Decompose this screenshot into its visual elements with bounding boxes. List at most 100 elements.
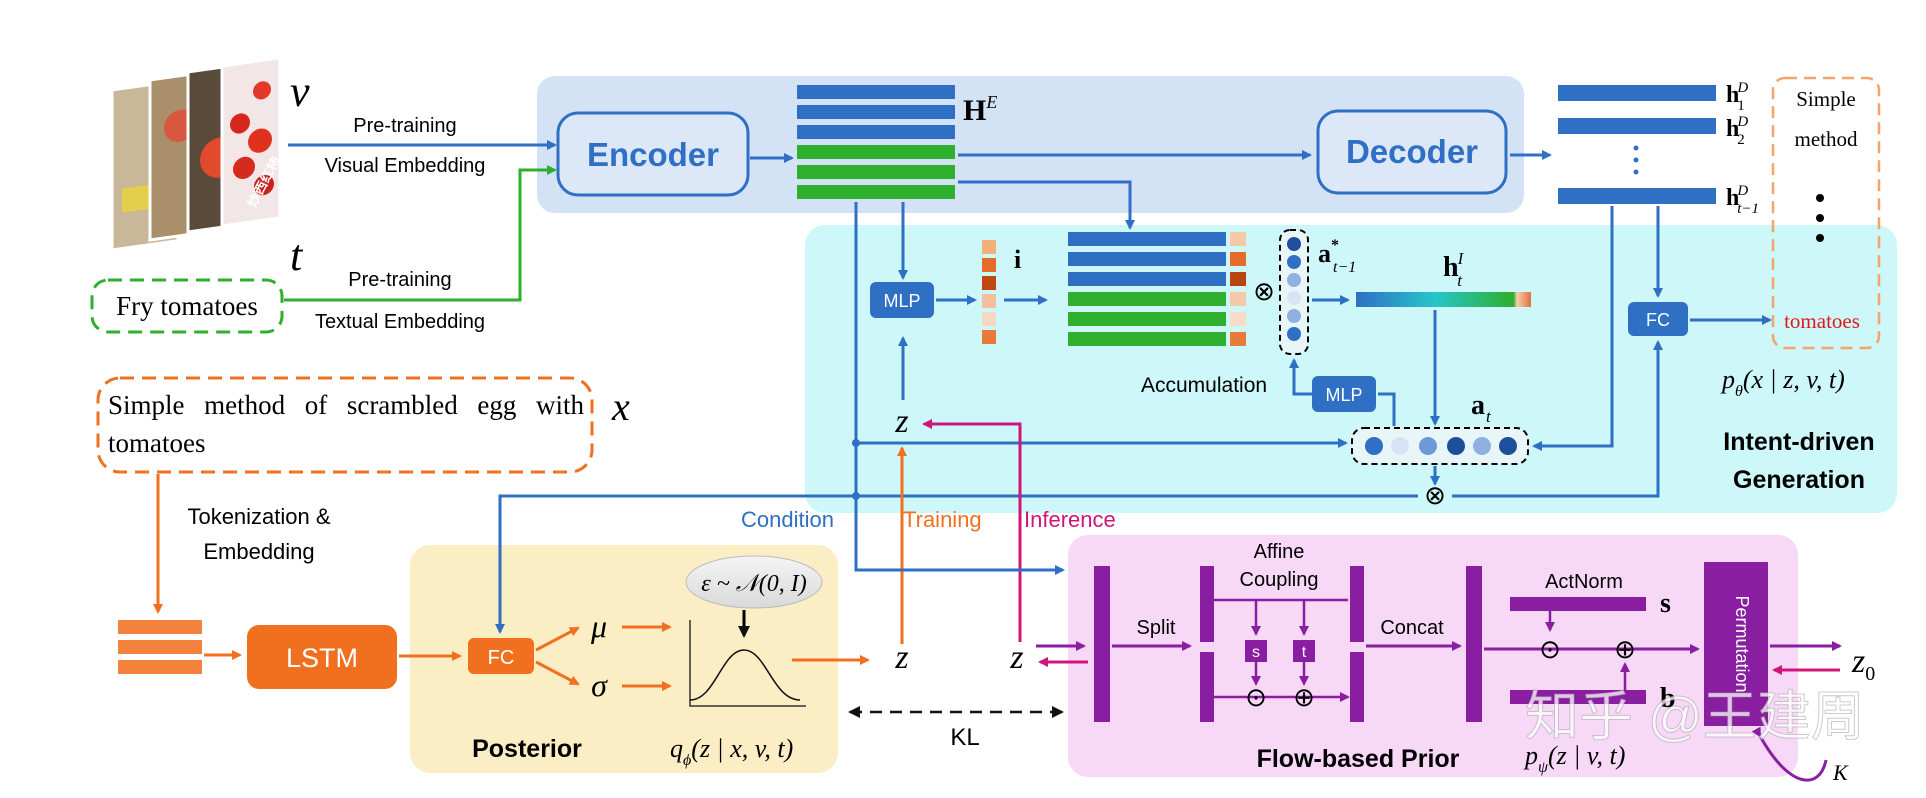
z0-label: z0 [1851, 643, 1875, 685]
generation-title-2: Generation [1733, 466, 1865, 494]
concat-label: Concat [1380, 617, 1444, 639]
output-word-1: Simple [1796, 87, 1856, 111]
text-symbol: t [290, 231, 304, 280]
encoder-box [556, 111, 750, 197]
mlp-box-2 [1312, 376, 1376, 412]
odot-symbol: ⊙ [1245, 682, 1267, 712]
noise-bubble [685, 555, 823, 609]
watermark: 知乎 @王建周 [1525, 687, 1865, 747]
fc-label-posterior: FC [488, 647, 515, 669]
legend-condition: Condition [741, 507, 834, 532]
prior-panel [1068, 535, 1798, 777]
k-label: K [1832, 760, 1849, 785]
text-query-box [90, 278, 284, 334]
video-symbol: v [290, 67, 310, 116]
mu-label: μ [590, 608, 607, 644]
t-box [1293, 640, 1315, 662]
fc-label-generation: FC [1646, 310, 1670, 330]
s-box [1245, 640, 1267, 662]
p-theta-label: pθ(x | z, v, t) [1720, 365, 1845, 400]
decoder-hidden-states [1558, 85, 1716, 204]
act-oplus-symbol: ⊕ [1614, 634, 1636, 664]
text-pretraining-label: Pre-training [348, 269, 451, 291]
target-symbol: x [611, 384, 630, 429]
output-ellipsis [1816, 194, 1824, 242]
target-text: Simple method of scrambled egg with toma… [108, 390, 584, 458]
actnorm-label: ActNorm [1545, 571, 1623, 593]
prior-bar-2b [1200, 652, 1214, 722]
affine-label-2: Coupling [1240, 569, 1319, 591]
encoder-label: Encoder [587, 136, 719, 173]
prior-bar-4 [1466, 566, 1482, 722]
fc-to-mu-arrow [535, 626, 580, 652]
tokenization-label-1: Tokenization & [187, 504, 330, 529]
intent-label: i [1014, 245, 1021, 274]
textual-embedding-label: Textual Embedding [315, 311, 485, 333]
mlp-label-1: MLP [883, 291, 920, 311]
posterior-title: Posterior [472, 735, 582, 763]
actnorm-s-param: s [1660, 588, 1671, 619]
q-phi-label: qϕ(z | x, v, t) [670, 734, 793, 769]
junction-dot [852, 439, 860, 447]
output-words-box [1771, 76, 1881, 350]
split-label: Split [1137, 617, 1176, 639]
otimes-symbol-2: ⊗ [1424, 480, 1446, 510]
condition-to-posterior-fc [495, 494, 1418, 634]
t-box-label: t [1302, 644, 1307, 661]
kl-label: KL [950, 724, 979, 751]
mlp-label-2: MLP [1325, 385, 1362, 405]
encoder-output-label: HE [963, 92, 997, 127]
affine-label-1: Affine [1254, 541, 1305, 563]
prior-bar-1 [1094, 566, 1110, 722]
oplus-symbol: ⊕ [1293, 682, 1315, 712]
encoder-decoder-panel [537, 76, 1524, 213]
h-to-accumulation-arrow [958, 180, 1135, 230]
output-word-2: method [1795, 127, 1858, 151]
accumulation-label: Accumulation [1141, 374, 1267, 397]
p-psi-label: pψ(z | v, t) [1523, 741, 1625, 776]
attention-current-vector [1351, 427, 1529, 465]
junction-dot-2 [852, 492, 860, 500]
legend-inference: Inference [1024, 507, 1116, 532]
at-to-mlp2-line [1378, 392, 1396, 426]
video-thumbnails: 炒西红柿 [110, 56, 283, 252]
actnorm-b-param: b [1660, 683, 1676, 714]
lstm-label: LSTM [286, 643, 358, 673]
text-query: Fry tomatoes [116, 291, 258, 321]
decoder-to-at-arrow [1532, 206, 1614, 451]
permutation-label: Permutation [1732, 595, 1752, 692]
actnorm-s-bar [1510, 597, 1646, 611]
k-loop-arrow [1751, 726, 1828, 782]
gaussian-plot [689, 620, 806, 707]
legend-training: Training [903, 507, 982, 532]
visual-embedding-label: Visual Embedding [325, 155, 486, 177]
noise-label: ε ~ 𝒩(0, I) [701, 571, 806, 597]
actnorm-b-bar [1510, 690, 1646, 704]
decoder-box [1316, 109, 1508, 195]
otimes-symbol: ⊗ [1253, 276, 1275, 306]
attention-prev-label: a*t−1 [1318, 237, 1356, 276]
generation-title-1: Intent-driven [1723, 428, 1874, 456]
prior-bar-3b [1350, 652, 1364, 722]
prior-bar-3a [1350, 566, 1364, 642]
z-prior: z [1009, 639, 1023, 676]
decoder-label: Decoder [1346, 133, 1478, 170]
z-generation: z [894, 403, 908, 440]
otimes-to-fc-arrow [1452, 340, 1663, 498]
permutation-box [1704, 562, 1768, 726]
tokenization-label-2: Embedding [203, 539, 314, 564]
accumulated-states [1068, 232, 1246, 346]
s-box-label: s [1252, 644, 1260, 661]
fc-to-sigma-arrow [535, 660, 580, 686]
sigma-label: σ [591, 667, 608, 703]
attention-prev-vector [1279, 229, 1309, 355]
intent-vector [982, 240, 996, 344]
mlp2-to-prev-arrow [1289, 358, 1312, 396]
act-odot-symbol: ⊙ [1539, 634, 1561, 664]
output-word-last: tomatoes [1784, 309, 1860, 333]
